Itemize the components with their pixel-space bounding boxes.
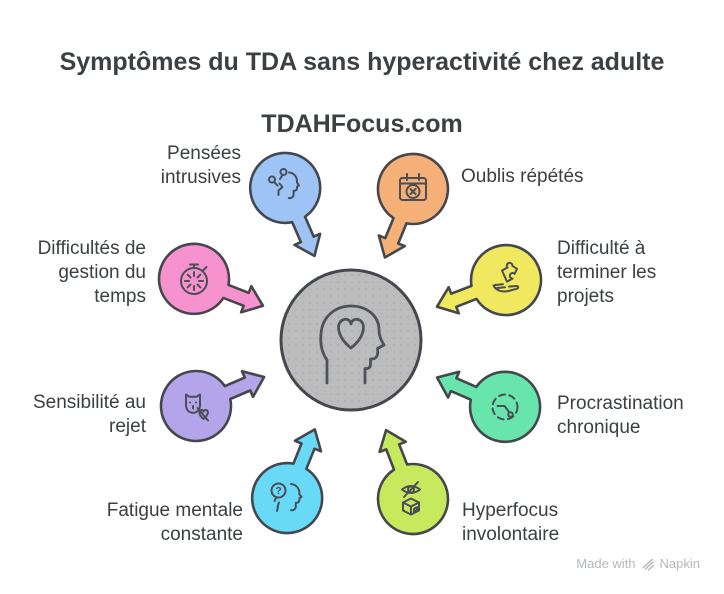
label-procrastination-chronique: Procrastination chronique — [557, 393, 684, 438]
calendar-missed-icon — [399, 173, 427, 201]
label-fatigue-mentale-constante: Fatigue mentale constante — [106, 500, 243, 545]
node-hyperfocus-involontaire — [376, 428, 450, 536]
node-fatigue-mentale-constante: ? — [250, 428, 324, 535]
label-pensees-intrusives: Pensées intrusives — [160, 143, 241, 188]
stopwatch-icon — [180, 263, 208, 295]
dashed-clock-icon — [491, 393, 519, 421]
node-difficultes-gestion-temps — [157, 242, 265, 316]
title-line-1: Symptômes du TDA sans hyperactivité chez… — [59, 48, 665, 76]
head-question-icon: ? — [270, 482, 303, 512]
label-sensibilite-rejet: Sensibilité au rejet — [32, 392, 146, 437]
napkin-brand-text: Napkin — [659, 556, 700, 571]
center-hub — [279, 268, 423, 412]
eye-cube-icon — [401, 481, 421, 516]
napkin-logo-icon — [642, 558, 654, 571]
puzzle-hand-icon — [492, 261, 520, 293]
node-bubble-arrow — [376, 152, 450, 259]
made-with-napkin-credit: Made with Napkin — [576, 556, 700, 571]
title-line-2: TDAHFocus.com — [261, 110, 463, 138]
center-circle — [279, 268, 423, 412]
node-sensibilite-rejet — [159, 369, 266, 443]
label-hyperfocus-involontaire: Hyperfocus involontaire — [462, 500, 560, 545]
page-title: Symptômes du TDA sans hyperactivité chez… — [0, 16, 724, 171]
node-bubble-arrow — [159, 369, 266, 443]
node-bubble-arrow — [435, 370, 542, 444]
label-oublis-repetes: Oublis répétés — [461, 166, 584, 187]
node-pensees-intrusives — [248, 151, 322, 258]
node-difficulte-terminer-projets — [435, 243, 543, 317]
label-difficultes-gestion-temps: Difficultés de gestion du temps — [37, 238, 146, 307]
made-with-text: Made with — [576, 556, 636, 571]
node-procrastination-chronique — [435, 370, 542, 444]
svg-text:?: ? — [275, 486, 281, 497]
node-bubble-arrow — [376, 428, 450, 536]
brain-thoughts-icon — [268, 168, 300, 200]
node-bubble-arrow — [250, 428, 324, 535]
head-heart-icon — [319, 304, 386, 385]
node-bubble-arrow — [435, 243, 543, 317]
node-oublis-repetes — [376, 152, 450, 259]
label-difficulte-terminer-projets: Difficulté à terminer les projets — [557, 238, 657, 307]
node-bubble-arrow — [248, 151, 322, 258]
node-bubble-arrow — [157, 242, 265, 316]
mask-broken-heart-icon — [185, 393, 209, 422]
